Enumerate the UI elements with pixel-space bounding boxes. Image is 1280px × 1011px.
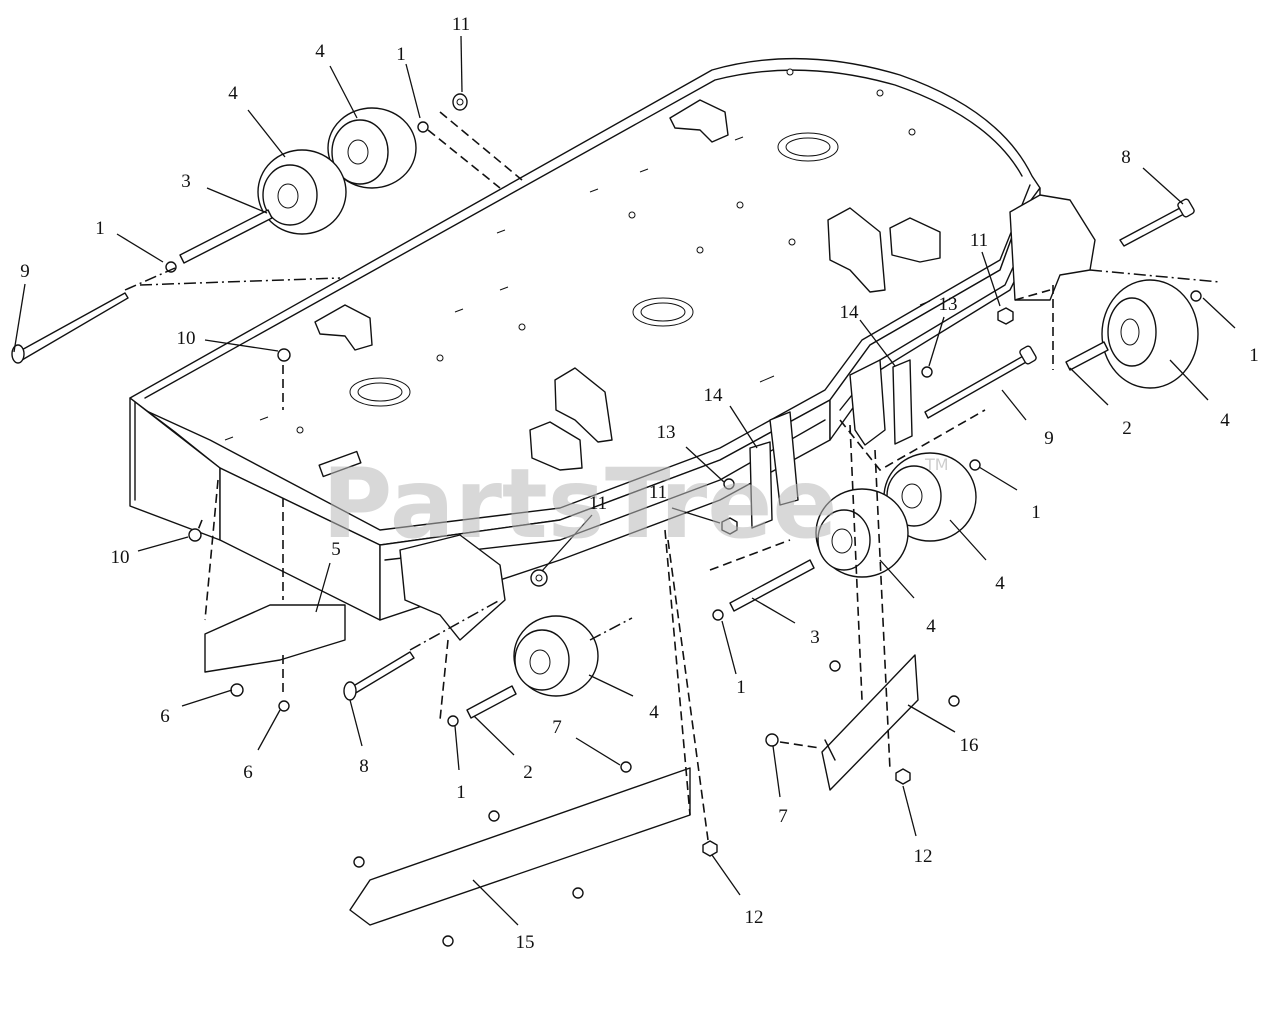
callout: 6 [243, 762, 253, 783]
callout: 4 [995, 573, 1005, 594]
callout: 4 [649, 702, 659, 723]
callout: 16 [960, 735, 979, 756]
mower-deck [129, 57, 1096, 641]
callouts: 11 4 1 4 3 1 9 10 10 5 6 6 8 11 1 2 7 4 … [20, 14, 1259, 953]
callout: 3 [181, 171, 191, 192]
anti-scalp-wheel [513, 615, 599, 697]
wheel-assembly [257, 107, 1199, 697]
callout: 14 [704, 385, 724, 406]
callout: 1 [1031, 502, 1041, 523]
callout: 13 [939, 294, 958, 315]
callout: 10 [111, 547, 130, 568]
watermark-trademark: TM [924, 455, 949, 474]
anti-scalp-wheel [1101, 279, 1199, 389]
callout: 1 [456, 782, 466, 803]
callout: 14 [840, 302, 860, 323]
callout: 13 [657, 422, 676, 443]
callout: 11 [452, 14, 470, 35]
callout: 1 [736, 677, 746, 698]
callout: 4 [228, 83, 238, 104]
callout: 2 [1122, 418, 1132, 439]
callout: 9 [20, 261, 30, 282]
assembly-lines [124, 111, 1221, 841]
plate-15 [349, 767, 691, 926]
callout: 7 [778, 806, 788, 827]
watermark: PartsTree [322, 448, 837, 560]
bracket-14-right [892, 359, 913, 445]
callout: 12 [745, 907, 764, 928]
callout: 4 [315, 41, 325, 62]
callout: 1 [95, 218, 105, 239]
callout: 1 [396, 44, 406, 65]
leader-lines [13, 35, 1236, 926]
hardware [11, 93, 1202, 947]
plate-16 [821, 654, 919, 791]
callout: 11 [589, 493, 607, 514]
anti-scalp-wheel [257, 149, 347, 235]
callout: 3 [810, 627, 820, 648]
anti-scalp-wheel [327, 107, 417, 189]
callout: 11 [970, 230, 988, 251]
callout: 4 [926, 616, 936, 637]
callout: 2 [523, 762, 533, 783]
callout: 4 [1220, 410, 1230, 431]
baffle-5 [204, 604, 346, 673]
callout: 7 [552, 717, 562, 738]
callout: 10 [177, 328, 196, 349]
anti-scalp-wheel [815, 488, 909, 578]
callout: 8 [359, 756, 369, 777]
callout: 8 [1121, 147, 1131, 168]
callout: 15 [516, 932, 535, 953]
callout: 1 [1249, 345, 1259, 366]
callout: 11 [649, 482, 667, 503]
callout: 6 [160, 706, 170, 727]
callout: 5 [331, 539, 341, 560]
callout: 12 [914, 846, 933, 867]
bracket-14-center [749, 441, 773, 529]
callout: 9 [1044, 428, 1054, 449]
